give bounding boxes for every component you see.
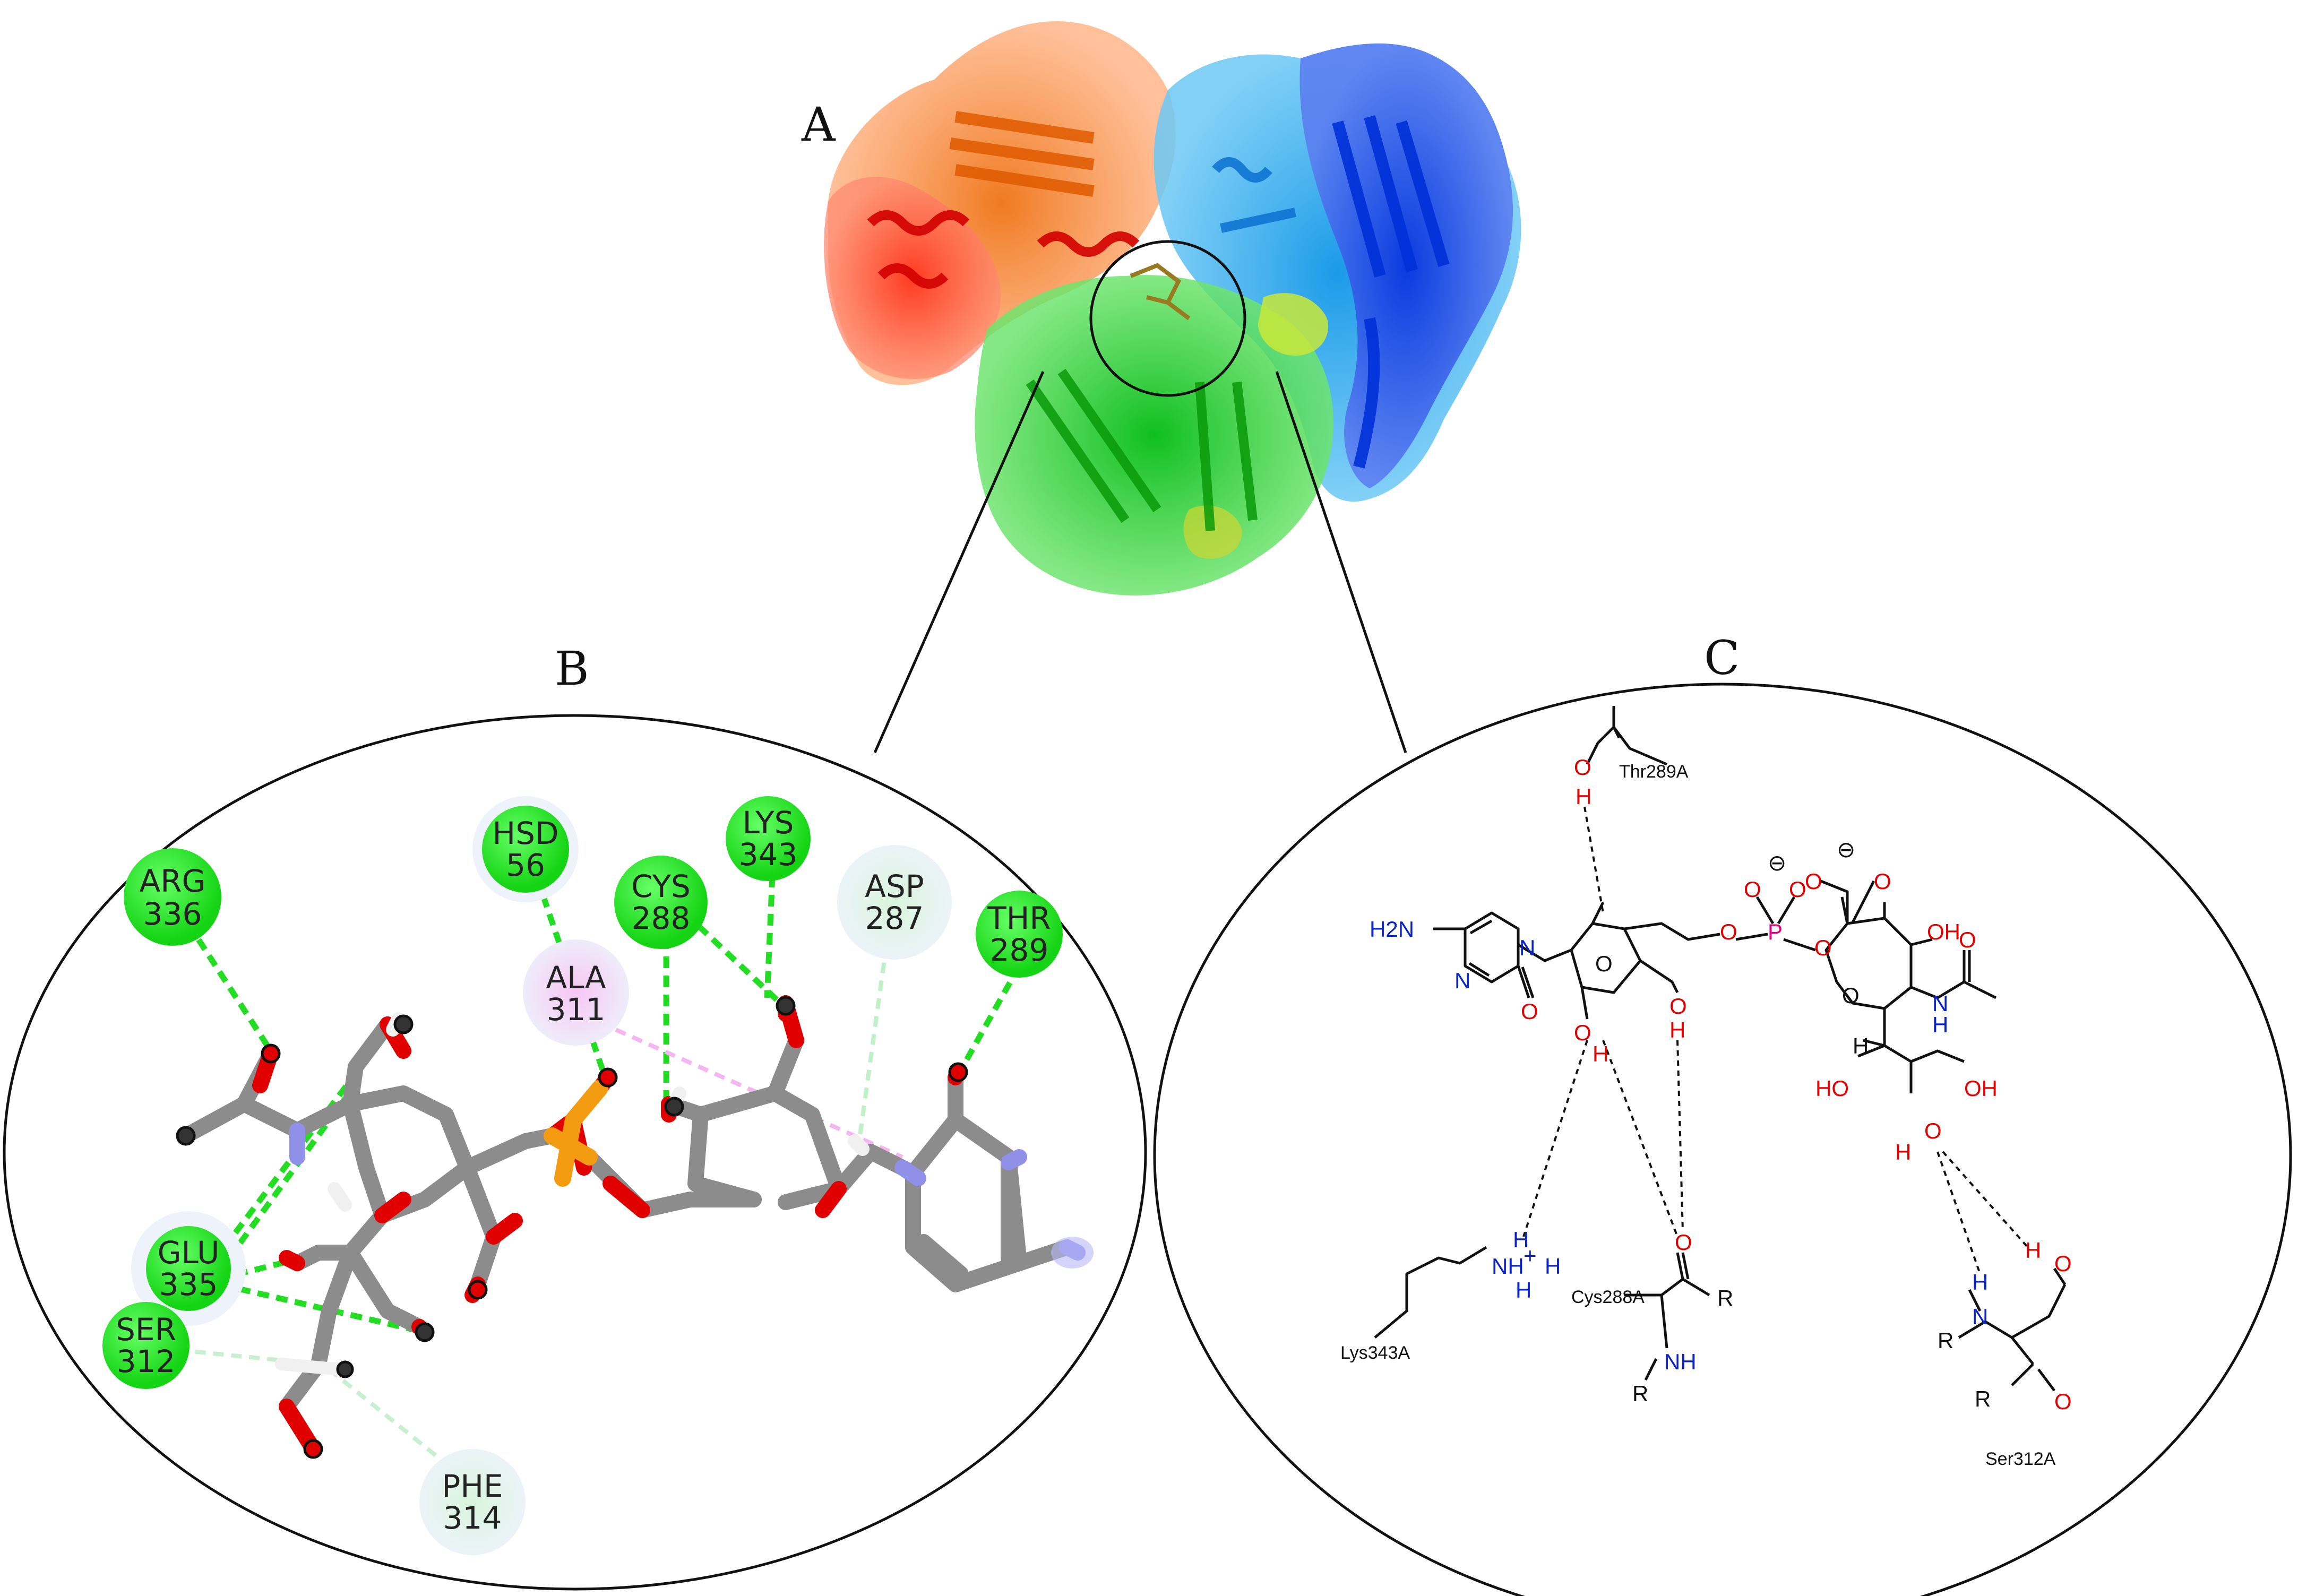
cys-r-terminal: R <box>1632 1381 1648 1406</box>
residue-cys-288: CYS 288 <box>614 856 708 949</box>
residue-ala-311: ALA 311 <box>523 939 629 1046</box>
residue-number: 287 <box>865 900 924 936</box>
ribose-ring-oxygen: O <box>1595 951 1613 976</box>
residue-hsd-56: HSD 56 <box>472 796 579 902</box>
glycerol-hydroxyl-3: OH <box>1964 1076 1998 1101</box>
residue-name: ASP <box>865 868 924 904</box>
residue-number: 311 <box>547 991 606 1028</box>
panel-c-bonds <box>1374 706 2067 1392</box>
cytosine-n1: N <box>1519 935 1535 960</box>
ser-carbonyl-oxygen: O <box>2054 1389 2072 1414</box>
thr-oxygen: O <box>1574 755 1591 780</box>
phosphorus: P <box>1768 919 1783 944</box>
glycerol-hydrogen: H <box>1853 1033 1869 1058</box>
residue-asp-287: ASP 287 <box>837 845 952 960</box>
ligand-atom-caps <box>176 996 968 1459</box>
ser-r-carbonyl: R <box>1975 1386 1991 1411</box>
glycerol-hydroxyl-1: HO <box>1815 1076 1849 1101</box>
residue-glu-335: GLU 335 <box>131 1211 246 1326</box>
thr-hydrogen: H <box>1576 784 1591 809</box>
residue-arg-336: ARG 336 <box>124 848 221 946</box>
lys-charge: + <box>1524 1243 1537 1268</box>
ribose-3-hydrogen: H <box>1669 1017 1685 1042</box>
phosphate-bridge-oxygen-2: O <box>1814 935 1832 960</box>
phosphate-bridge-oxygen-1: O <box>1720 919 1737 944</box>
residue-lys-343: LYS 343 <box>726 796 811 881</box>
ribose-3-oxygen: O <box>1669 994 1687 1019</box>
carboxylate-charge: ⊖ <box>1837 837 1855 862</box>
residue-phe-314: PHE 314 <box>419 1449 526 1555</box>
zoom-line-left <box>873 370 1045 754</box>
carboxylate-oxygen-b: O <box>1874 869 1891 894</box>
ser-r-group: R <box>1938 1328 1953 1353</box>
acetamido-nitrogen: N <box>1932 991 1948 1016</box>
residue-name: HSD <box>492 815 558 851</box>
residue-name: CYS <box>631 868 691 904</box>
lys-hydrogen-bottom: H <box>1516 1278 1531 1302</box>
panel-label-b: B <box>555 641 589 696</box>
acetamido-hydrogen: H <box>1932 1012 1948 1037</box>
ribose-2-hydrogen: H <box>1593 1041 1608 1066</box>
panel-b-ellipse <box>3 714 1147 1591</box>
cys288-label: Cys288A <box>1571 1287 1645 1307</box>
cytosine-amine: H2N <box>1370 917 1414 942</box>
interaction-diagram-panel: B <box>3 641 1147 1591</box>
glycerol-hydrogen-2: H <box>1895 1140 1911 1164</box>
residue-name: SER <box>116 1312 176 1348</box>
residue-number: 343 <box>739 836 798 873</box>
ser-hydroxyl-oxygen: O <box>2054 1251 2072 1276</box>
chemical-diagram-panel: C <box>1153 631 2292 1596</box>
residue-name: ALA <box>546 960 606 996</box>
zoom-line-right <box>1275 371 1407 753</box>
residue-name: PHE <box>442 1468 503 1504</box>
panel-c-ellipse <box>1153 683 2292 1596</box>
residue-number: 336 <box>143 896 202 932</box>
carboxylate-oxygen-a: O <box>1805 869 1822 894</box>
cys-carbonyl: O <box>1675 1230 1692 1255</box>
residue-number: 312 <box>117 1343 176 1379</box>
ribose-2-oxygen: O <box>1574 1020 1591 1045</box>
lys-hydrogen-top: H <box>1513 1227 1529 1252</box>
lys343-label: Lys343A <box>1340 1343 1410 1363</box>
protein-structure-panel: A <box>801 21 1521 754</box>
residue-number: 314 <box>443 1500 502 1536</box>
thr289-label: Thr289A <box>1619 762 1689 782</box>
residue-number: 289 <box>990 932 1049 968</box>
panel-label-a: A <box>801 97 836 152</box>
residue-name: LYS <box>743 805 794 841</box>
binding-site-circle <box>1089 240 1246 397</box>
residue-name: ARG <box>140 863 206 899</box>
residue-name: THR <box>987 900 1051 936</box>
cys-r-group: R <box>1717 1286 1733 1310</box>
glycerol-oxygen-2: O <box>1924 1118 1942 1143</box>
protein-surface <box>824 21 1521 596</box>
terminal-amine-glow <box>1051 1237 1094 1269</box>
phosphate-charge: ⊖ <box>1768 850 1786 875</box>
cys-amide: NH <box>1664 1349 1697 1374</box>
ligand-stick-model <box>178 995 1086 1457</box>
lys-ammonium: NH <box>1492 1254 1524 1279</box>
lys-hydrogen-right: H <box>1545 1254 1561 1279</box>
ser312-label: Ser312A <box>1985 1449 2056 1469</box>
ser-amide-nitrogen: N <box>1972 1304 1988 1329</box>
residue-number: 288 <box>632 900 691 936</box>
residue-thr-289: THR 289 <box>976 891 1063 978</box>
phosphate-oxygen-b: O <box>1789 877 1806 902</box>
ser-amide-hydrogen: H <box>1972 1270 1988 1295</box>
panel-c-hbonds <box>1522 806 2029 1274</box>
ser-hydroxyl-hydrogen: H <box>2025 1238 2041 1263</box>
acetamido-carbonyl: O <box>1959 927 1976 952</box>
sialic-4-hydroxyl: OH <box>1927 919 1960 944</box>
residue-name: GLU <box>158 1235 220 1271</box>
sialic-ring-oxygen: O <box>1842 983 1860 1008</box>
phosphate-oxygen-a: O <box>1744 877 1761 902</box>
panel-label-c: C <box>1704 631 1740 685</box>
cytosine-carbonyl: O <box>1521 999 1538 1024</box>
residue-number: 56 <box>506 847 545 883</box>
cytosine-n3: N <box>1454 968 1470 993</box>
residue-number: 335 <box>159 1266 218 1302</box>
panel-c-atom-labels: O H Thr289A H2N N N O O O H O H O P O O … <box>1340 755 2072 1469</box>
residue-ser-312: SER 312 <box>102 1302 190 1389</box>
